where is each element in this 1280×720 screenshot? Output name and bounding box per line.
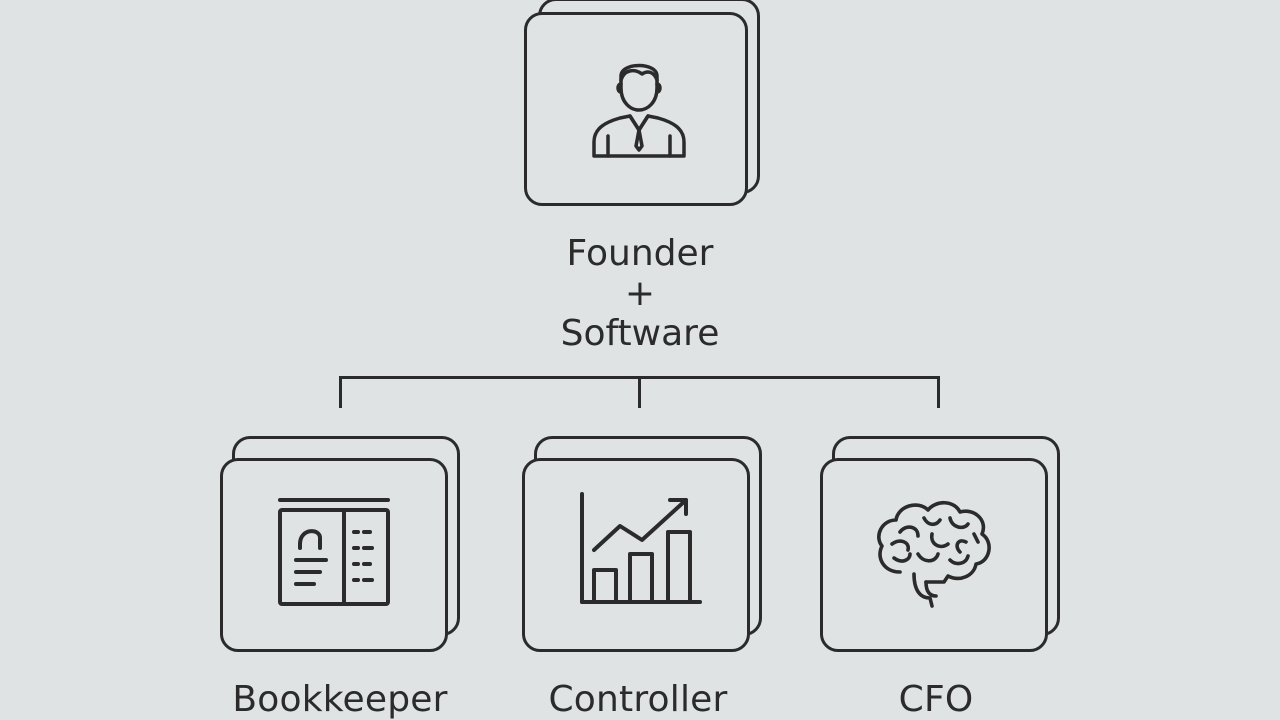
- root-subtitle: Software: [560, 313, 720, 354]
- root-node: [522, 0, 772, 210]
- connector-center: [638, 376, 641, 408]
- controller-label: Controller: [548, 679, 728, 720]
- brain-icon: [877, 500, 991, 608]
- person-icon: [592, 63, 686, 158]
- controller-node: Controller: [522, 436, 772, 720]
- cfo-node: CFO: [820, 436, 1070, 720]
- cfo-card: [820, 458, 1048, 652]
- bookkeeper-card: [220, 458, 448, 652]
- root-label: Founder + Software: [480, 234, 800, 354]
- bookkeeper-node: Bookkeeper: [220, 436, 470, 720]
- connector-left: [339, 376, 342, 408]
- ledger-icon: [278, 498, 390, 606]
- bookkeeper-label: Bookkeeper: [232, 679, 448, 720]
- root-plus: +: [624, 273, 656, 314]
- connector-right: [937, 376, 940, 408]
- root-title: Founder: [566, 233, 714, 274]
- cfo-label: CFO: [898, 679, 974, 720]
- bar-chart-trend-icon: [580, 492, 702, 604]
